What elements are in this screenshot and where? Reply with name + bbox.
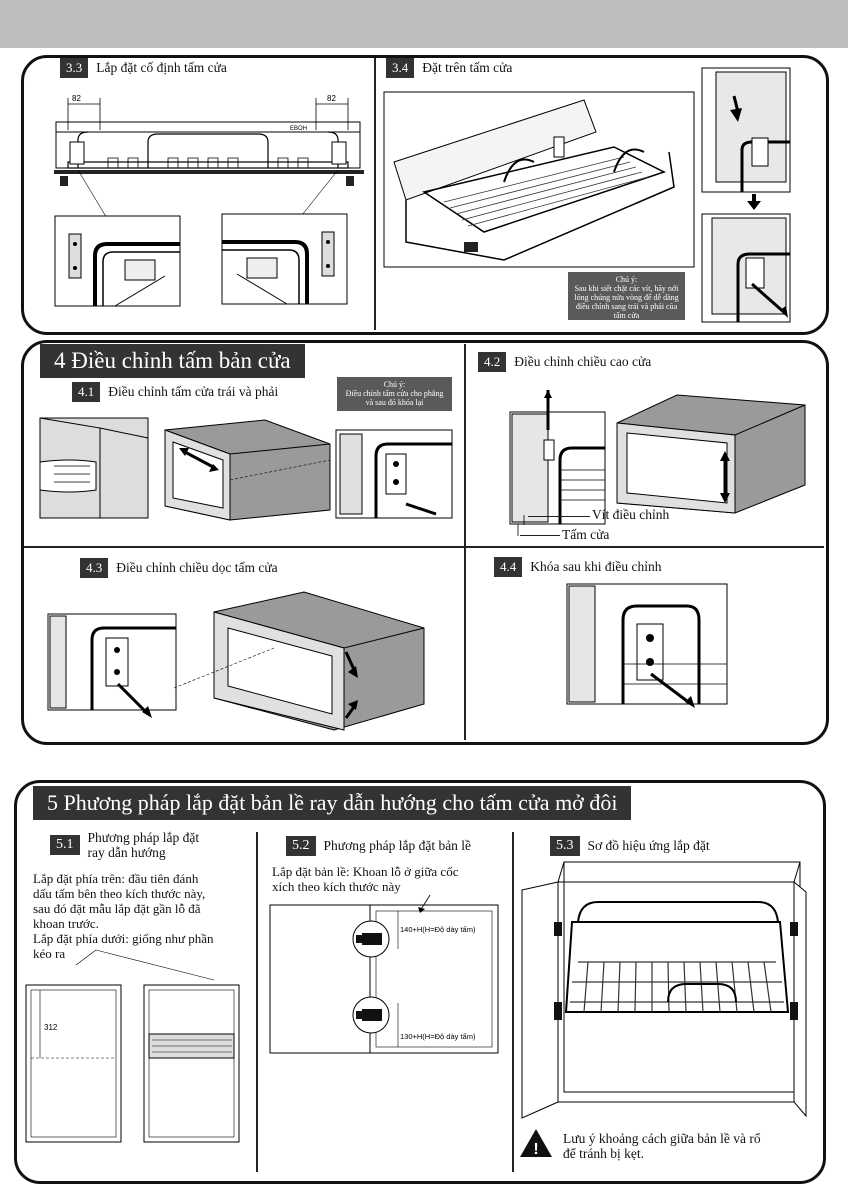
- body-line: sau đó đặt mẫu lắp đặt gần lỗ đã: [33, 901, 201, 916]
- brand-label: EBOH: [290, 126, 307, 132]
- step-number: 3.4: [386, 58, 415, 78]
- door-on-basket-diagram: [383, 91, 695, 268]
- warning-line: để tránh bị kẹt.: [563, 1146, 644, 1161]
- dim-top-label: 140+H(H=Độ dày tấm): [400, 925, 476, 934]
- lock-after-adjust-diagram: [566, 583, 728, 708]
- section-5-title: 5 Phương pháp lắp đặt bản lề ray dẫn hướ…: [33, 786, 632, 820]
- warning-line: Lưu ý khoảng cách giữa bản lề và rổ: [563, 1131, 761, 1146]
- hinge-lock-diagram-4-1: [335, 429, 453, 519]
- step-5-2-body: Lắp đặt bản lề: Khoan lỗ ở giữa cốc xích…: [272, 864, 458, 894]
- bracket-right-detail: [221, 213, 348, 305]
- svg-text:!: !: [533, 1141, 538, 1158]
- label-screw: Vít điều chỉnh: [592, 507, 670, 522]
- note-box-3-4: Chú ý: Sau khi siết chặt các vít, hãy nớ…: [568, 272, 685, 320]
- divider-4-vertical: [464, 344, 466, 740]
- note-body: Sau khi siết chặt các vít, hãy nới lỏng …: [574, 284, 679, 320]
- height-adjust-detail: [509, 390, 606, 536]
- divider-5-b: [512, 832, 514, 1172]
- step-4-1-header: 4.1 Điều chỉnh tấm cửa trái và phải: [72, 382, 278, 402]
- step-title: Khóa sau khi điều chỉnh: [530, 559, 662, 574]
- step-3-3-header: 3.3 Lắp đặt cố định tấm cửa: [60, 58, 227, 78]
- step-title: Phương pháp lắp đặt bản lề: [323, 838, 472, 853]
- body-line: Lắp đặt bản lề: Khoan lỗ ở giữa cốc: [272, 864, 459, 879]
- dim-right-label: 82: [327, 94, 336, 103]
- cabinet-depth-diagram: [173, 591, 425, 731]
- top-header-bar: [0, 0, 848, 48]
- body-line: xích theo kích thước này: [272, 879, 401, 894]
- step-title: Sơ đồ hiệu ứng lắp đặt: [587, 838, 710, 853]
- dim-left-label: 82: [72, 94, 81, 103]
- step-number: 4.1: [72, 382, 101, 402]
- step-number: 5.1: [50, 835, 80, 855]
- body-line: khoan trước.: [33, 916, 99, 931]
- step-title-line2: ray dẫn hướng: [87, 845, 166, 860]
- note-title: Chú ý:: [615, 275, 638, 284]
- door-mount-step-bottom: [701, 213, 791, 323]
- step-5-3-header: 5.3 Sơ đồ hiệu ứng lắp đặt: [550, 836, 710, 856]
- dim-312-label: 312: [44, 1023, 58, 1032]
- cabinet-lateral-diagram: [164, 419, 331, 521]
- step-title: Điều chỉnh chiều cao cửa: [514, 354, 652, 369]
- step-4-2-header: 4.2 Điều chỉnh chiều cao cửa: [478, 352, 651, 372]
- door-mount-step-top: [701, 67, 791, 193]
- label-door: Tấm cửa: [562, 527, 610, 542]
- step-3-4-header: 3.4 Đặt trên tấm cửa: [386, 58, 512, 78]
- down-arrow-icon: [747, 194, 761, 210]
- divider-5-a: [256, 832, 258, 1172]
- step-number: 5.3: [550, 836, 580, 856]
- leader-screw: [528, 516, 590, 517]
- cabinet-height-diagram: [616, 394, 806, 514]
- divider-4-horizontal: [24, 546, 824, 548]
- step-number: 4.2: [478, 352, 507, 372]
- dim-bottom-label: 130+H(H=Độ dày tấm): [400, 1032, 476, 1041]
- section-4-title: 4 Điều chỉnh tấm bản cửa: [40, 344, 305, 378]
- body-line: kéo ra: [33, 946, 66, 961]
- body-line: dấu tấm bên theo kích thước này,: [33, 886, 206, 901]
- body-line: Lắp đặt phía dưới: giống như phần: [33, 931, 214, 946]
- divider-3: [374, 58, 376, 330]
- step-title: Điều chỉnh tấm cửa trái và phải: [108, 384, 279, 399]
- step-title-line1: Phương pháp lắp đặt: [87, 830, 200, 845]
- step-4-3-header: 4.3 Điều chỉnh chiều dọc tấm cửa: [80, 558, 278, 578]
- step-number: 4.3: [80, 558, 109, 578]
- hinge-drilling-diagram: 140+H(H=Độ dày tấm) 130+H(H=Độ dày tấm): [269, 894, 499, 1054]
- step-5-2-header: 5.2 Phương pháp lắp đặt bản lề: [286, 836, 471, 856]
- hand-adjust-diagram: [39, 417, 149, 519]
- step-number: 5.2: [286, 836, 316, 856]
- step-5-1-header: 5.1 Phương pháp lắp đặt ray dẫn hướng: [50, 830, 199, 860]
- step-title: Điều chỉnh chiều dọc tấm cửa: [116, 560, 278, 575]
- step-4-4-header: 4.4 Khóa sau khi điều chỉnh: [494, 557, 661, 577]
- step-title: Lắp đặt cố định tấm cửa: [96, 60, 227, 75]
- depth-adjust-detail: [47, 613, 177, 718]
- step-number: 4.4: [494, 557, 523, 577]
- note-body: Điều chỉnh tấm cửa cho phẳng và sau đó k…: [345, 389, 444, 407]
- warning-icon: !: [520, 1129, 552, 1158]
- basket-front-diagram: 82 82 EBOH: [54, 94, 364, 221]
- rail-mount-diagram: 312: [25, 949, 240, 1143]
- note-title: Chú ý:: [383, 380, 406, 389]
- step-title: Đặt trên tấm cửa: [422, 60, 513, 75]
- bracket-left-detail: [54, 215, 181, 307]
- step-number: 3.3: [60, 58, 89, 78]
- note-box-4-1: Chú ý: Điều chỉnh tấm cửa cho phẳng và s…: [337, 377, 452, 411]
- leader-door: [520, 535, 560, 536]
- step-5-1-body: Lắp đặt phía trên: đầu tiên đánh dấu tấm…: [33, 871, 214, 961]
- installed-cabinet-diagram: [521, 861, 807, 1119]
- warning-text: Lưu ý khoảng cách giữa bản lề và rổ để t…: [563, 1131, 761, 1161]
- body-line: Lắp đặt phía trên: đầu tiên đánh: [33, 871, 199, 886]
